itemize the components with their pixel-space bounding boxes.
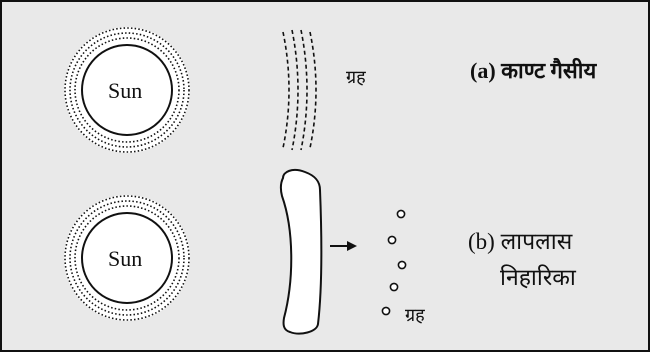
top-sun-group [64,27,190,153]
top-orbit-ring-inner [74,37,180,143]
top-sun-icon [81,44,173,136]
planet-icon [397,260,407,270]
top-planet-label: ग्रह [346,67,366,87]
bottom-sun-icon [81,212,173,304]
top-orbit-ring-outer [64,27,190,153]
gas-arc [309,31,317,149]
bottom-orbit-ring-outer [64,195,190,321]
bottom-sun-label: Sun [108,246,143,271]
gas-arc [282,31,290,149]
bottom-orbit-ring-inner [74,205,180,311]
planet-icon [396,209,406,219]
top-gas-arcs-icon [282,29,317,151]
gas-arc [291,29,299,151]
planet-icon [389,282,399,292]
arrow-right-icon [330,241,357,251]
nebula-ring-icon [279,168,323,335]
bottom-orbit-ring-middle [69,200,185,316]
planet-icon [387,235,397,245]
top-sun-label: Sun [108,78,143,103]
bottom-planet-label: ग्रह [405,305,425,325]
top-caption: (a) काण्ट गैसीय [470,58,597,83]
gas-arc [300,29,308,151]
bottom-sun-group [64,195,190,321]
bottom-caption-line1: (b) लापलास [468,229,573,254]
top-orbit-ring-middle [69,32,185,148]
bottom-caption-line2: निहारिका [500,265,576,290]
planet-icon [381,306,391,316]
